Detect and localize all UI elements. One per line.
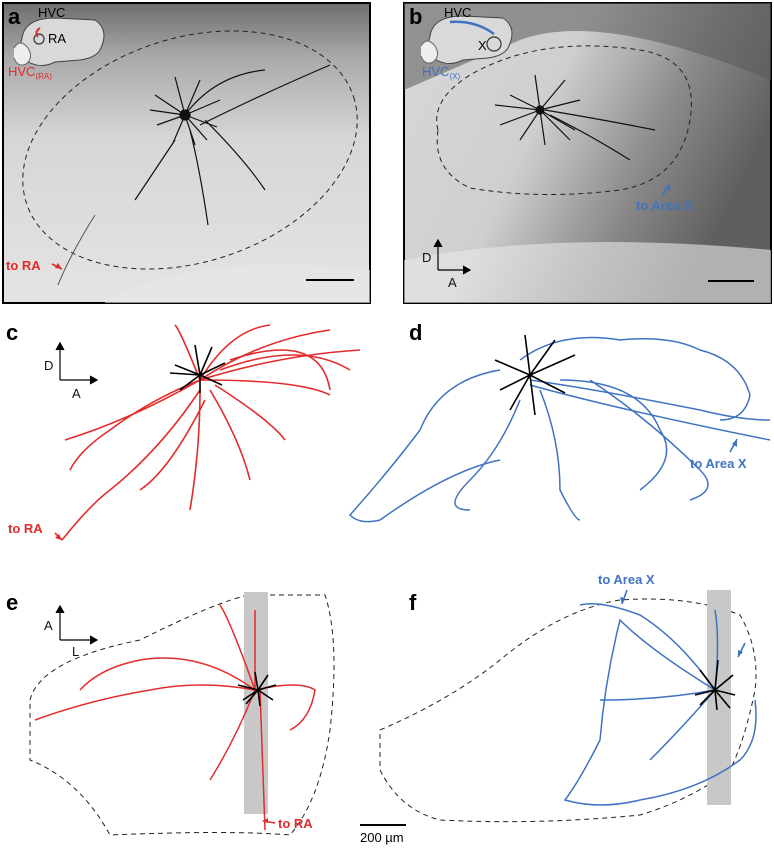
axis-d-c: D <box>44 358 53 373</box>
axis-indicator-e <box>55 604 99 645</box>
panel-letter-d: d <box>409 320 422 345</box>
panel-letter-c: c <box>6 320 18 345</box>
axis-a-b: A <box>448 275 457 290</box>
panel-letter-b: b <box>409 4 422 29</box>
inset-ra-label: RA <box>48 31 66 46</box>
panel-a: a HVC RA HVC(RA) to RA <box>2 2 371 304</box>
global-scalebar: 200 µm <box>360 824 406 845</box>
inset-hvcx-label: HVC(X) <box>422 64 460 81</box>
axis-indicator-b <box>433 238 472 275</box>
panel-c: c D A to RA <box>6 320 361 541</box>
scalebar-b <box>708 280 754 282</box>
area-x-nucleus <box>486 36 502 52</box>
panel-f: f to Area X <box>379 572 757 823</box>
inset-hvcra-label: HVC(RA) <box>8 64 52 81</box>
scalebar-a <box>306 279 354 281</box>
panel-b: b HVC X HVC(X) to Area X D A <box>403 2 772 304</box>
hvc-outline-f <box>379 598 757 823</box>
scale-bar-label: 200 µm <box>360 830 404 845</box>
axis-l-e: L <box>72 644 79 659</box>
hvc-outline-b <box>436 45 692 196</box>
to-area-x-label-d: to Area X <box>690 456 747 471</box>
to-ra-label-c: to RA <box>8 521 43 536</box>
inset-brain-a: HVC RA HVC(RA) <box>8 5 105 81</box>
inset-hvc-label-a: HVC <box>38 5 65 20</box>
neuron-b <box>494 74 656 161</box>
dendrite-trace-c <box>169 344 226 393</box>
panel-e: e A L to RA <box>6 590 335 836</box>
axis-a-e: A <box>44 618 53 633</box>
panel-letter-e: e <box>6 590 18 615</box>
hvc-outline-e <box>29 594 335 836</box>
hvc-outline-a <box>22 30 358 270</box>
to-ra-label-a: to RA <box>6 258 41 273</box>
axon-trace-ra-c <box>61 324 361 541</box>
axon-trace-x-d <box>348 336 771 523</box>
axis-indicator-c <box>55 341 99 385</box>
inset-x-label: X <box>478 38 487 53</box>
dendrite-trace-d <box>494 334 576 416</box>
ra-nucleus <box>33 33 45 45</box>
inset-brain-b: HVC X HVC(X) <box>420 5 513 81</box>
dendrite-trace-f <box>694 659 736 711</box>
panel-d: d to Area X <box>348 320 771 523</box>
panel-letter-a: a <box>8 4 21 29</box>
to-ra-label-e: to RA <box>278 816 313 831</box>
axis-a-c: A <box>72 386 81 401</box>
scale-band-f <box>707 590 731 805</box>
axon-trace-ra-e <box>34 604 316 831</box>
scale-band-e <box>244 592 268 814</box>
neuron-a <box>134 64 331 226</box>
to-area-x-label-b: to Area X <box>636 198 693 213</box>
panel-letter-f: f <box>409 590 417 615</box>
dendrite-trace-e <box>237 671 277 707</box>
inset-hvc-label-b: HVC <box>444 5 471 20</box>
to-area-x-label-f: to Area X <box>598 572 655 587</box>
axis-d-b: D <box>422 250 431 265</box>
